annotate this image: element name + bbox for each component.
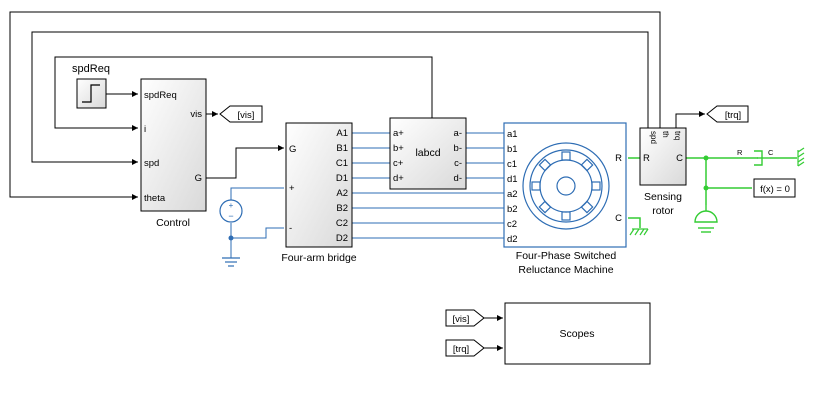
machine-port-c: C — [615, 213, 622, 224]
scopes-subsystem-block[interactable]: Scopes — [504, 302, 651, 365]
machine-port-b2: b2 — [507, 204, 518, 215]
labcd-port-aplus: a+ — [393, 128, 404, 139]
control-port-vis: vis — [190, 109, 202, 120]
solver-configuration-block[interactable]: f(x) = 0 — [753, 178, 796, 198]
labcd-port-bplus: b+ — [393, 143, 404, 154]
sensing-label-line1: Sensing — [644, 191, 682, 203]
inertia-block[interactable] — [694, 205, 718, 233]
bridge-port-a1: A1 — [336, 128, 348, 139]
bridge-port-g: G — [289, 144, 296, 155]
dc-voltage-source[interactable]: + − — [219, 199, 243, 223]
bridge-port-d2: D2 — [336, 233, 348, 244]
machine-label-line1: Four-Phase Switched — [516, 250, 617, 262]
sensing-port-r: R — [643, 153, 650, 164]
damper-port-r: R — [737, 148, 743, 157]
labcd-block[interactable]: a+ b+ c+ d+ a- b- c- d- labcd — [389, 117, 467, 190]
mechanical-wires — [628, 155, 758, 228]
four-arm-bridge-block[interactable]: G + - A1 B1 C1 D1 A2 B2 C2 D2 Four-arm b… — [281, 122, 357, 264]
goto-trq-tag[interactable]: [trq] — [706, 105, 749, 123]
bridge-block-label: Four-arm bridge — [281, 252, 356, 264]
feedback-wires — [9, 11, 705, 351]
wire-i[interactable] — [54, 56, 433, 131]
labcd-port-aminus: a- — [454, 128, 462, 139]
machine-port-r: R — [615, 153, 622, 164]
machine-port-a2: a2 — [507, 189, 518, 200]
machine-port-d1: d1 — [507, 174, 518, 185]
sensing-port-trq: trq — [673, 131, 682, 140]
bridge-port-b1: B1 — [336, 143, 348, 154]
mechanical-ground-icon-machine — [629, 228, 649, 236]
svg-text:+: + — [229, 201, 234, 210]
wire-theta[interactable] — [9, 11, 661, 200]
machine-gear-icon — [522, 142, 610, 230]
labcd-port-cminus: c- — [454, 158, 462, 169]
labcd-port-dplus: d+ — [393, 173, 404, 184]
machine-port-c2: c2 — [507, 219, 517, 230]
scopes-label: Scopes — [559, 328, 594, 340]
svg-text:−: − — [228, 211, 233, 221]
sensing-port-spd: spd — [649, 131, 658, 144]
machine-port-b1: b1 — [507, 144, 518, 155]
bridge-port-b2: B2 — [336, 203, 348, 214]
bridge-port-c2: C2 — [336, 218, 348, 229]
damper-port-c: C — [768, 148, 774, 157]
control-port-g: G — [195, 173, 202, 184]
from-trq-tag[interactable]: [trq] — [445, 339, 485, 357]
machine-label-line2: Reluctance Machine — [518, 264, 613, 276]
labcd-block-name: labcd — [415, 147, 440, 159]
labcd-port-dminus: d- — [454, 173, 462, 184]
electrical-ground-icon — [222, 257, 240, 267]
spdreq-block-label: spdReq — [72, 63, 110, 75]
wire-spd[interactable] — [31, 31, 649, 165]
labcd-port-cplus: c+ — [393, 158, 404, 169]
from-vis-label: [vis] — [453, 314, 470, 325]
sensing-port-th: th — [661, 131, 670, 138]
control-port-i: i — [144, 124, 146, 135]
control-block[interactable]: spdReq i spd theta vis G Control — [140, 78, 207, 229]
bridge-port-c1: C1 — [336, 158, 348, 169]
control-port-theta: theta — [144, 193, 166, 204]
control-port-spd: spd — [144, 158, 159, 169]
control-port-spdreq: spdReq — [144, 90, 177, 101]
bridge-port-a2: A2 — [336, 188, 348, 199]
rotational-damper-block[interactable]: R C — [737, 148, 797, 166]
bridge-port-minus: - — [289, 223, 292, 234]
control-block-label: Control — [156, 217, 190, 229]
goto-trq-label: [trq] — [725, 110, 741, 121]
goto-vis-tag[interactable]: [vis] — [219, 105, 263, 123]
solver-label: f(x) = 0 — [760, 184, 790, 195]
srm-machine-block[interactable]: a1 b1 c1 d1 a2 b2 c2 d2 R C Four-Phase S… — [503, 122, 627, 276]
spdreq-step-block[interactable]: spdReq — [72, 63, 110, 109]
electrical-wires — [228, 132, 504, 258]
wire-g[interactable] — [206, 145, 284, 179]
machine-port-d2: d2 — [507, 234, 518, 245]
labcd-port-bminus: b- — [454, 143, 462, 154]
goto-vis-label: [vis] — [238, 110, 255, 121]
sensing-port-c: C — [676, 153, 683, 164]
sensing-label-line2: rotor — [652, 205, 674, 217]
machine-port-a1: a1 — [507, 129, 518, 140]
from-vis-tag[interactable]: [vis] — [445, 309, 485, 327]
bridge-port-d1: D1 — [336, 173, 348, 184]
mechanical-ground-icon-damper — [797, 147, 805, 167]
sensing-rotor-block[interactable]: spd th trq R C Sensing rotor — [639, 127, 687, 217]
bridge-port-plus: + — [289, 183, 295, 194]
machine-port-c1: c1 — [507, 159, 517, 170]
from-trq-label: [trq] — [453, 344, 469, 355]
